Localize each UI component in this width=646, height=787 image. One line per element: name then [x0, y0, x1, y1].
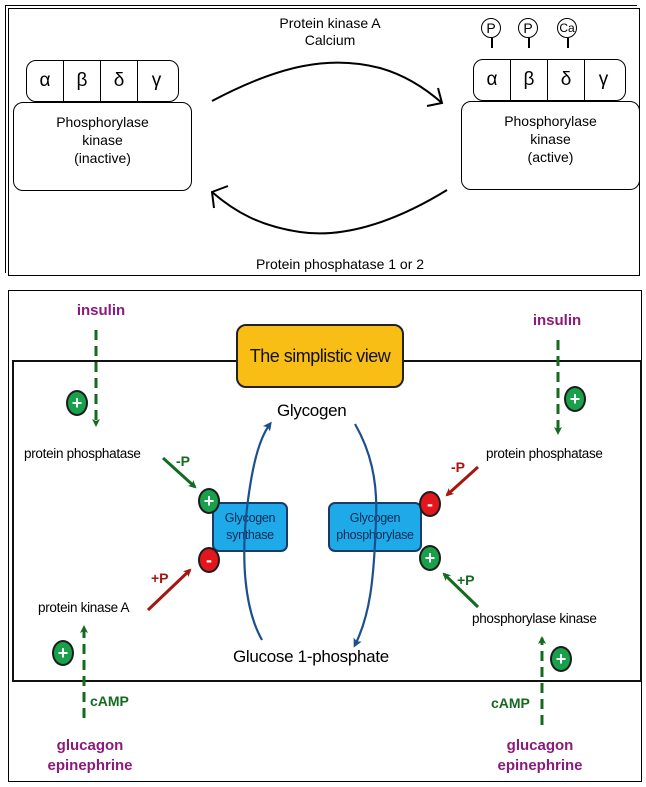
activation-label-line2: Calcium	[304, 32, 356, 48]
phosphorylase-inhibition-minus-icon: -	[419, 491, 441, 517]
right-phosphorylation-label: +P	[457, 572, 475, 588]
right-camp-label: cAMP	[491, 695, 530, 711]
right-glucagon-epinephrine-label: glucagon epinephrine	[490, 736, 590, 776]
synthesis-pathway-arrow	[243, 421, 272, 641]
deactivation-label: Protein phosphatase 1 or 2	[255, 256, 425, 272]
activation-arrowhead	[426, 87, 444, 107]
glycogen-synthase-box: Glycogen synthase	[212, 502, 288, 552]
right-insulin-label: insulin	[532, 312, 582, 329]
right-dephosphorylation-label: -P	[451, 459, 465, 475]
left-dephosphorylation-arrow	[161, 456, 197, 489]
activation-arrow	[211, 61, 443, 104]
left-camp-label: cAMP	[90, 693, 129, 709]
stem-alpha	[491, 38, 493, 48]
inactive-line3: (inactive)	[74, 150, 131, 166]
synthase-line1: Glycogen	[224, 511, 276, 525]
left-insulin-plus-icon: +	[66, 390, 88, 416]
simplistic-view-title: The simplistic view	[236, 324, 404, 388]
synthase-activation-plus-icon: +	[198, 488, 220, 514]
phosphorylase-kinase-inactive: Phosphorylase kinase (inactive)	[13, 102, 192, 191]
left-protein-phosphatase-label: protein phosphatase	[24, 446, 141, 461]
phosphorylase-kinase-active: Phosphorylase kinase (active)	[461, 101, 640, 190]
right-camp-plus-icon: +	[550, 646, 572, 672]
metabolite-glucose-1-phosphate: Glucose 1-phosphate	[233, 647, 389, 666]
right-dephosphorylation-arrow	[445, 465, 480, 497]
left-insulin-label: insulin	[76, 302, 126, 319]
synthase-inhibition-minus-icon: -	[198, 547, 220, 573]
stem-delta	[567, 38, 569, 48]
subunit-gamma: γ	[598, 69, 609, 90]
synthase-line2: synthase	[226, 528, 274, 542]
deactivation-arrow	[211, 189, 448, 235]
metabolite-glycogen: Glycogen	[277, 401, 347, 420]
degradation-pathway-arrow	[353, 423, 378, 648]
left-epinephrine: epinephrine	[47, 757, 133, 774]
inactive-subunits: α β δ γ	[26, 60, 179, 102]
calcium-delta-icon: Ca	[557, 18, 577, 38]
left-dephosphorylation-label: -P	[176, 453, 190, 469]
phosphate-alpha-icon: P	[481, 18, 501, 38]
phosphorylase-activation-plus-icon: +	[419, 545, 441, 571]
right-glucagon: glucagon	[506, 737, 574, 754]
left-glucagon: glucagon	[56, 737, 124, 754]
glycogen-phosphorylase-box: Glycogen phosphorylase	[328, 502, 422, 552]
subunit-alpha: α	[474, 60, 511, 100]
subunit-gamma: γ	[151, 70, 162, 91]
subunit-delta: δ	[101, 61, 138, 101]
activation-label: Protein kinase A Calcium	[240, 15, 420, 49]
active-line2: kinase	[530, 131, 571, 147]
activation-label-line1: Protein kinase A	[279, 15, 381, 31]
right-insulin-plus-icon: +	[564, 386, 586, 412]
subunit-beta: β	[64, 61, 101, 101]
protein-kinase-a-label: protein kinase A	[38, 600, 130, 615]
phosphate-beta-icon: P	[518, 18, 538, 38]
right-protein-phosphatase-label: protein phosphatase	[486, 446, 603, 461]
subunit-delta: δ	[548, 60, 585, 100]
right-phosphorylation-arrow	[442, 572, 480, 609]
top-arrows	[210, 61, 448, 235]
left-phosphorylation-arrow	[146, 568, 192, 612]
active-line1: Phosphorylase	[504, 113, 597, 129]
left-phosphorylation-label: +P	[151, 570, 169, 586]
deactivation-arrowhead	[210, 185, 229, 209]
left-camp-plus-icon: +	[52, 640, 74, 666]
active-line3: (active)	[527, 149, 574, 165]
phosphorylase-kinase-label: phosphorylase kinase	[472, 611, 597, 626]
subunit-alpha: α	[27, 61, 64, 101]
stem-beta	[528, 38, 530, 48]
inactive-line1: Phosphorylase	[56, 114, 149, 130]
subunit-beta: β	[511, 60, 548, 100]
active-subunits: α β δ γ	[473, 59, 626, 101]
right-epinephrine: epinephrine	[497, 757, 583, 774]
inactive-line2: kinase	[82, 132, 123, 148]
left-glucagon-epinephrine-label: glucagon epinephrine	[40, 736, 140, 776]
